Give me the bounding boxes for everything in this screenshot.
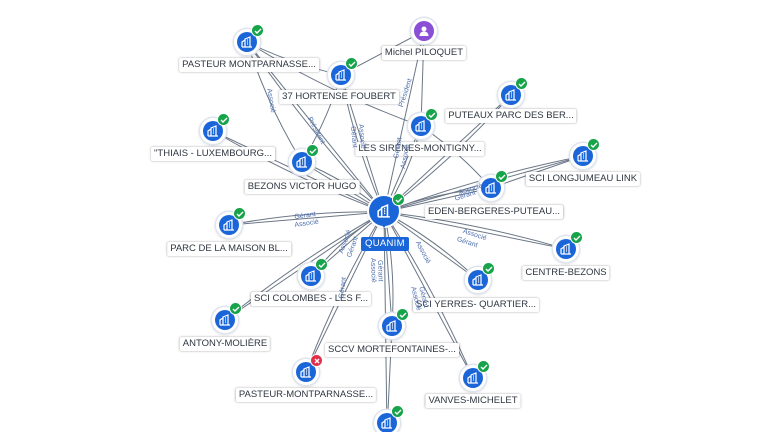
check-badge-icon <box>495 170 508 183</box>
check-badge-icon <box>515 77 528 90</box>
building-icon <box>463 368 483 388</box>
check-badge-icon <box>482 262 495 275</box>
company-node-sci-yerres-quartier[interactable] <box>465 262 495 293</box>
check-badge-icon <box>217 113 230 126</box>
company-node-sci-longjumeau-link[interactable] <box>570 138 600 169</box>
check-badge-icon <box>392 193 405 206</box>
person-node-michel-piloquet[interactable] <box>411 18 437 44</box>
building-icon <box>382 316 402 336</box>
check-badge-icon <box>570 231 583 244</box>
company-node-puteaux-parc-des-ber[interactable] <box>498 77 528 108</box>
building-icon <box>301 266 321 286</box>
building-icon <box>377 413 397 432</box>
building-icon <box>203 121 223 141</box>
check-badge-icon <box>425 108 438 121</box>
company-node-parc-de-la-maison-bl[interactable] <box>216 207 246 238</box>
check-badge-icon <box>251 24 264 37</box>
check-badge-icon <box>345 57 358 70</box>
building-icon <box>468 270 488 290</box>
company-node-sci-colombes-les-f[interactable] <box>298 258 328 289</box>
edge <box>224 211 385 321</box>
node-label: PASTEUR MONTPARNASSE... <box>179 58 319 72</box>
building-icon <box>556 239 576 259</box>
node-label: 37 HORTENSE FOUBERT <box>279 90 399 104</box>
company-node-pasteur-montparnasse[interactable] <box>234 24 264 55</box>
company-node-vanves-michelet[interactable] <box>460 360 490 391</box>
cross-badge-icon <box>310 354 323 367</box>
edge <box>383 211 474 379</box>
check-badge-icon <box>477 360 490 373</box>
pin-tip <box>379 221 389 228</box>
person-icon <box>414 21 434 41</box>
building-icon <box>292 152 312 172</box>
building-icon <box>573 146 593 166</box>
edge <box>383 211 474 379</box>
check-badge-icon <box>315 258 328 271</box>
node-label: "THIAIS - LUXEMBOURG... <box>151 147 275 161</box>
company-node-sccv-mortefontaines[interactable] <box>379 308 409 339</box>
check-badge-icon <box>587 138 600 151</box>
building-icon <box>237 32 257 52</box>
company-node-bezons-victor-hugo[interactable] <box>289 144 319 175</box>
company-node-antony-moliere[interactable] <box>212 302 242 333</box>
node-label: ANTONY-MOLIÈRE <box>179 337 271 351</box>
check-badge-icon <box>391 405 404 418</box>
building-icon <box>377 204 390 218</box>
building-icon <box>215 310 235 330</box>
edge <box>228 211 385 226</box>
building-icon <box>501 85 521 105</box>
edge <box>246 41 303 163</box>
check-badge-icon <box>229 302 242 315</box>
node-label: CENTRE-BEZONS <box>522 266 610 280</box>
company-node-pasteur-montparnasse-2[interactable] <box>293 354 323 385</box>
building-icon <box>481 178 501 198</box>
edge <box>246 41 422 127</box>
building-icon <box>411 116 431 136</box>
check-badge-icon <box>396 308 409 321</box>
company-node-les-sirenes-montigny[interactable] <box>408 108 438 139</box>
node-label: VANVES-MICHELET <box>425 394 521 408</box>
check-badge-icon <box>306 144 319 157</box>
edge <box>305 211 385 373</box>
node-label: SCI COLOMBES - LES F... <box>250 292 372 306</box>
relation-label: Associé <box>369 258 377 283</box>
building-icon <box>331 65 351 85</box>
building-icon <box>219 215 239 235</box>
node-label: SCI YERRES- QUARTIER... <box>412 298 540 312</box>
company-node-37-hortense-foubert[interactable] <box>328 57 358 88</box>
edge <box>228 211 385 226</box>
node-label: LES SIRÈNES-MONTIGNY... <box>355 142 485 156</box>
node-label: EDEN-BERGERES-PUTEAU... <box>425 205 563 219</box>
node-label: BEZONS VICTOR HUGO <box>244 180 360 194</box>
company-node-partial[interactable] <box>374 405 404 432</box>
building-icon <box>296 362 316 382</box>
edge <box>212 130 385 213</box>
company-node-thiais-luxembourg[interactable] <box>200 113 230 144</box>
edge <box>383 211 567 250</box>
node-label: PARC DE LA MAISON BL... <box>167 242 291 256</box>
company-node-centre-bezons[interactable] <box>553 231 583 262</box>
node-label: Michel PILOQUET <box>381 46 467 60</box>
node-label: PASTEUR-MONTPARNASSE... <box>235 388 377 402</box>
node-label: SCI LONGJUMEAU LINK <box>525 172 641 186</box>
node-label: PUTEAUX PARC DES BER... <box>445 109 577 123</box>
center-company-node[interactable] <box>369 193 405 228</box>
edge <box>383 211 567 250</box>
center-node-label: QUANIM <box>361 237 409 251</box>
check-badge-icon <box>233 207 246 220</box>
company-node-eden-bergeres-puteaux[interactable] <box>478 170 508 201</box>
node-label: SCCV MORTEFONTAINES-... <box>325 343 459 357</box>
